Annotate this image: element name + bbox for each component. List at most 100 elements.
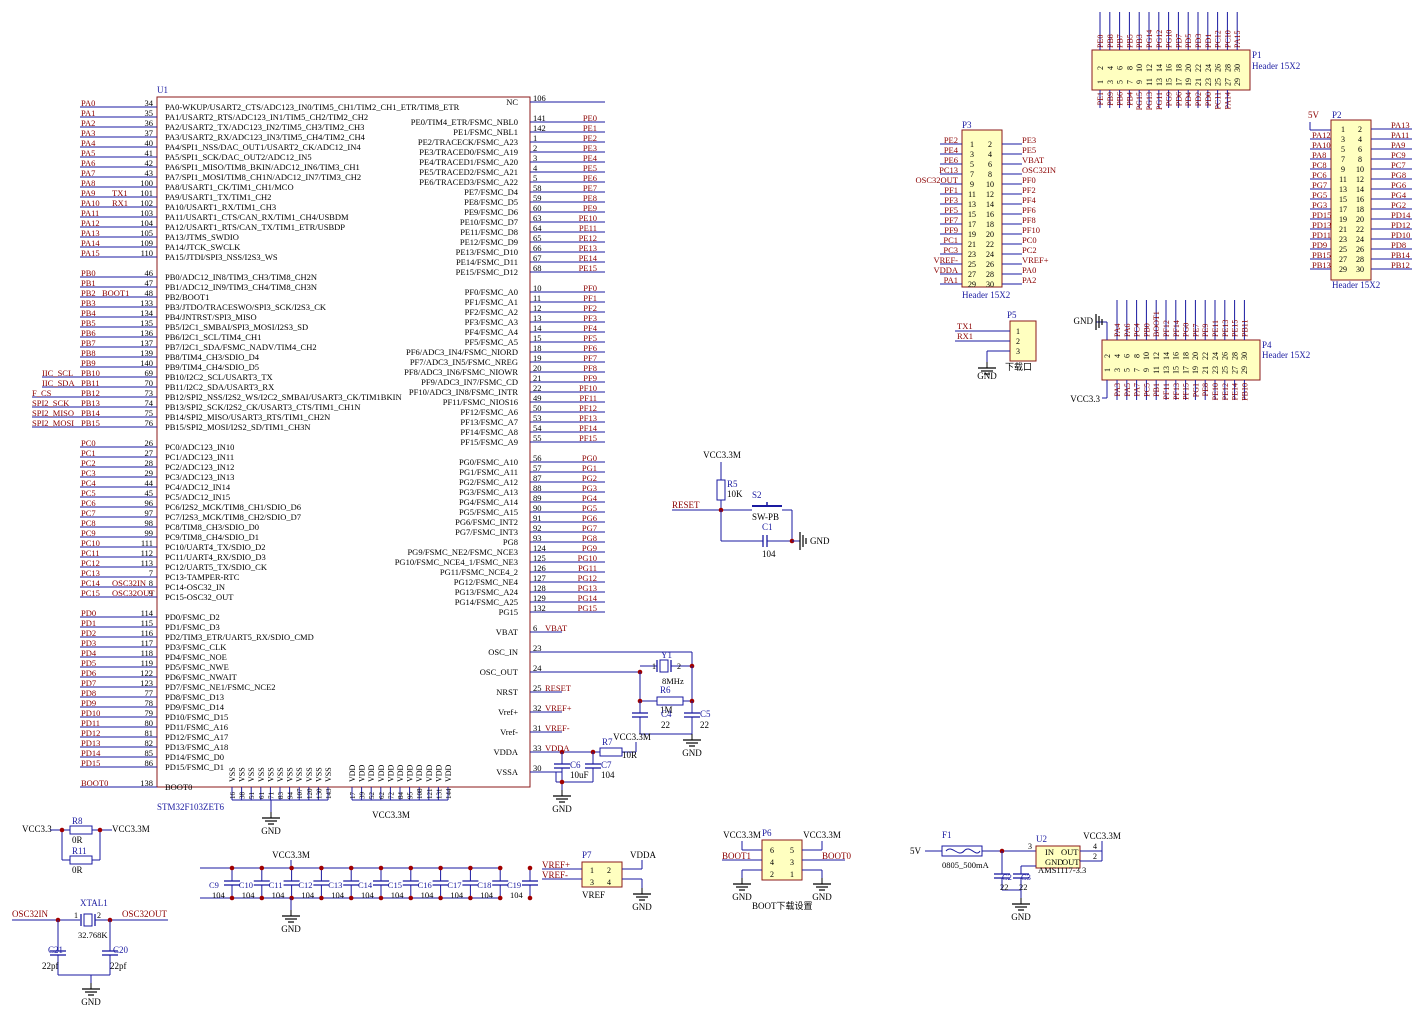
p5-pin-number: 3	[1016, 347, 1020, 356]
mcu-pin-net: PF11	[579, 393, 597, 403]
mcu-pin-net: PG6	[582, 513, 597, 523]
mcu-pin-function: PA7/SPI1_MOSI/TIM8_CH1N/ADC12_IN7/TIM3_C…	[165, 172, 361, 182]
p1-name: Header 15X2	[1252, 61, 1300, 71]
mcu-pin-function: PE6/TRACED3/FSMC_A22	[419, 177, 518, 187]
mcu-pin-net: PA2	[81, 118, 95, 128]
mcu-pin-number: 91	[533, 513, 542, 523]
mcu-pin-number: 124	[533, 543, 547, 553]
junction-dot	[497, 895, 503, 901]
mcu-pin-function: PB12/SPI2_NSS/I2S2_WS/I2C2_SMBAI/USART3_…	[165, 392, 402, 402]
mcu-pin-function: PF12/FSMC_A6	[460, 407, 518, 417]
vss-pin-number: 107	[296, 788, 304, 799]
p2-pin-number: 27	[1339, 255, 1347, 264]
p1-net-label: PA14	[1223, 92, 1232, 110]
p2-pin-number: 12	[1356, 175, 1364, 184]
mcu-pin-function: PA15/JTDI/SPI3_NSS/I2S3_WS	[165, 252, 278, 262]
mcu-pin-number: 112	[141, 548, 153, 558]
mcu-pin-function: PB4/JNTRST/SPI3_MISO	[165, 312, 257, 322]
mcu-pin-net: PE1	[583, 123, 597, 133]
vss-pin-number: 61	[258, 792, 266, 800]
side-net-label: IIC_SDA	[42, 378, 75, 388]
mcu-pin-net: PA8	[81, 178, 95, 188]
p3-pin-number: 11	[968, 190, 976, 199]
p6-pin-number: 2	[770, 870, 774, 879]
vss-pin-number: 143	[325, 788, 333, 799]
crystal-pin: 1	[74, 911, 78, 920]
p2-pin-number: 20	[1356, 215, 1364, 224]
mcu-pin-net: VBAT	[545, 623, 568, 633]
mcu-pin-function: PC1/ADC123_IN11	[165, 452, 234, 462]
cap-ref: C17	[447, 880, 461, 890]
cap-ref: C18	[477, 880, 491, 890]
p6-pin-number: 5	[790, 846, 794, 855]
mcu-pin-net: PD7	[81, 678, 96, 688]
p2-pin-number: 2	[1358, 125, 1362, 134]
junction-dot	[229, 895, 235, 901]
mcu-pin-net: PG3	[582, 483, 597, 493]
mcu-pin-net: PE2	[583, 133, 597, 143]
p2-pin-number: 26	[1356, 245, 1364, 254]
mcu-pin-net: PB5	[81, 318, 96, 328]
junction-dot	[348, 865, 354, 871]
vss-text: VSS	[276, 767, 285, 782]
mcu-pin-function: PD12/FSMC_A17	[165, 732, 228, 742]
mcu-pin-function: PA9/USART1_TX/TIM1_CH2	[165, 192, 271, 202]
mcu-pin-function: PA13/JTMS_SWDIO	[165, 232, 239, 242]
mcu-pin-function: PB14/SPI2_MISO/USART3_RTS/TIM1_CH2N	[165, 412, 330, 422]
mcu-pin-number: 56	[533, 453, 542, 463]
mcu-pin-number: 28	[145, 458, 154, 468]
switch-value: SW-PB	[752, 512, 779, 522]
vss-text: VSS	[247, 767, 256, 782]
p2-net-label: PA10	[1312, 140, 1331, 150]
p4-net-label: PA5	[1123, 383, 1132, 397]
mcu-pin-net: PA3	[81, 128, 95, 138]
mcu-pin-net: PG1	[582, 463, 597, 473]
mcu-pin-function: PA12/USART1_RTS/CAN_TX/TIM1_ETR/USBDP	[165, 222, 345, 232]
resistor-value: 10R	[622, 750, 637, 760]
mcu-pin-net: PF1	[583, 293, 597, 303]
mcu-pin-net: PF10	[579, 383, 597, 393]
mcu-pin-net: PE15	[579, 263, 597, 273]
vss-text: VSS	[314, 767, 323, 782]
mcu-pin-number: 81	[145, 728, 154, 738]
mcu-pin-function: PE7/FSMC_D4	[464, 187, 519, 197]
mcu-pin-function: PA5/SPI1_SCK/DAC_OUT2/ADC12_IN5	[165, 152, 312, 162]
mcu-pin-number: 118	[141, 648, 153, 658]
cap-value: 104	[391, 890, 405, 900]
mcu-pin-number: 103	[140, 208, 153, 218]
vcc-label: VCC3.3M	[723, 830, 761, 840]
p2-pin-number: 24	[1356, 235, 1364, 244]
mcu-pin-net: PF2	[583, 303, 597, 313]
mcu-pin-function: PE9/FSMC_D6	[464, 207, 518, 217]
p2-net-label: PC9	[1391, 150, 1406, 160]
p4-pin-number: 15	[1172, 366, 1181, 374]
mcu-pin-number: 106	[533, 93, 546, 103]
p7-pin-number: 3	[590, 878, 594, 887]
p1-pin-number: 29	[1233, 78, 1242, 86]
mcu-pin-net: PD5	[81, 658, 96, 668]
mcu-pin-number: 65	[533, 233, 542, 243]
mcu-pin-net: PB2	[81, 288, 96, 298]
p2-pin-number: 11	[1339, 175, 1347, 184]
mcu-pin-number: 78	[145, 698, 154, 708]
p3-pin-number: 2	[988, 140, 992, 149]
reset-net-label: RESET	[672, 500, 700, 510]
p4-pin-number: 19	[1191, 366, 1200, 374]
mcu-pin-net: PG12	[578, 573, 597, 583]
p2-net-label: PG8	[1391, 170, 1406, 180]
mcu-pin-function: PB8/TIM4_CH3/SDIO_D4	[165, 352, 260, 362]
mcu-pin-function: PF15/FSMC_A9	[460, 437, 518, 447]
cap-value: 104	[601, 770, 615, 780]
regulator-ref: U2	[1036, 834, 1047, 844]
p2-net-label: PD15	[1312, 210, 1331, 220]
mcu-pin-function: PC9/TIM8_CH4/SDIO_D1	[165, 532, 259, 542]
crystal-ref: XTAL1	[80, 898, 108, 908]
p4-pin-number: 13	[1162, 366, 1171, 374]
mcu-pin-net: PA13	[81, 228, 100, 238]
p2-pin-number: 25	[1339, 245, 1347, 254]
mcu-pin-number: 13	[533, 313, 542, 323]
gnd-label: GND	[552, 804, 572, 814]
vdd-pin-number: 95	[407, 792, 415, 800]
p3-pin-number: 21	[968, 240, 976, 249]
side-net-label: F_CS	[32, 388, 52, 398]
